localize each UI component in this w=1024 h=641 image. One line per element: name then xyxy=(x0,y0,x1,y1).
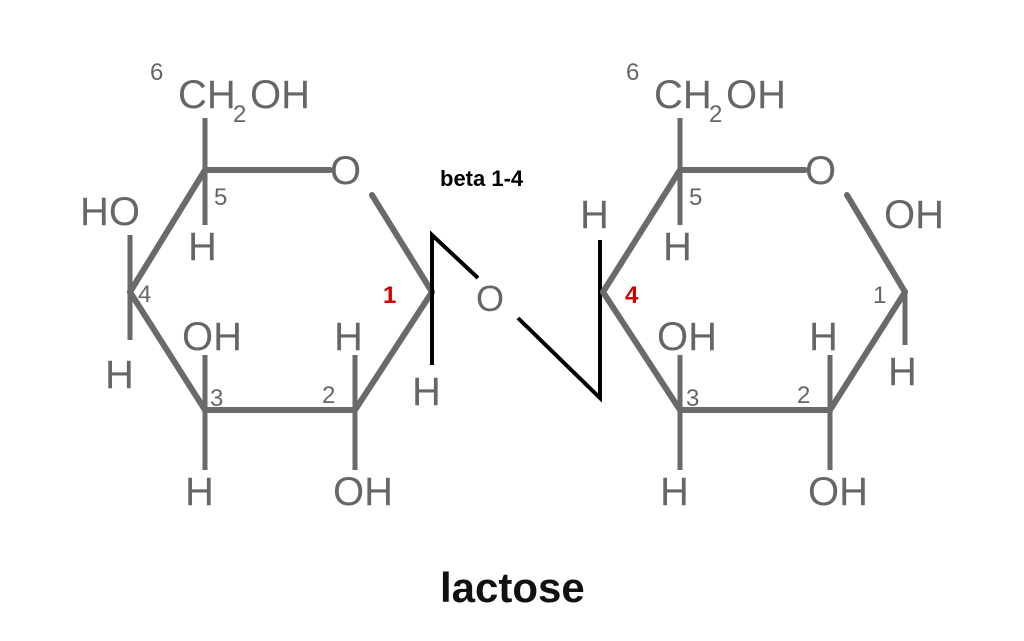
right-c4-h: H xyxy=(580,193,609,237)
left-ch2: CH xyxy=(178,73,236,117)
right-ring-bonds xyxy=(600,167,908,413)
right-c4-number: 4 xyxy=(625,282,639,309)
right-ch2-oh: OH xyxy=(726,73,786,117)
right-c2-number: 2 xyxy=(797,382,810,409)
left-c1-h: H xyxy=(412,370,441,414)
left-c3-number: 3 xyxy=(210,385,223,412)
glycosidic-bond: O beta 1-4 xyxy=(430,166,602,403)
right-c2-h: H xyxy=(809,315,838,359)
left-c5-number: 5 xyxy=(214,184,227,211)
right-c5-h: H xyxy=(663,225,692,269)
left-ring-oxygen: O xyxy=(330,149,361,193)
left-c6-number: 6 xyxy=(150,59,163,86)
right-c3-number: 3 xyxy=(686,385,699,412)
right-c3-h: H xyxy=(660,470,689,514)
left-c2-number: 2 xyxy=(322,382,335,409)
left-c1-number: 1 xyxy=(383,282,396,309)
left-c2-h: H xyxy=(334,315,363,359)
left-c4-number: 4 xyxy=(138,281,151,308)
diagram-title: lactose xyxy=(440,564,585,611)
right-c5-number: 5 xyxy=(689,184,702,211)
glycosidic-oxygen: O xyxy=(476,278,504,319)
left-c2-oh: OH xyxy=(333,470,393,514)
right-c2-oh: OH xyxy=(808,470,868,514)
left-c4-h: H xyxy=(105,353,134,397)
right-ch2: CH xyxy=(654,73,712,117)
right-ch2-subscript: 2 xyxy=(709,101,722,128)
linkage-label: beta 1-4 xyxy=(440,166,524,191)
right-glucose-ring: 6 CH 2 OH O 5 H H 4 OH 3 H H 2 OH OH 1 H xyxy=(580,59,944,514)
left-ch2-subscript: 2 xyxy=(233,101,246,128)
left-c3-h: H xyxy=(185,470,214,514)
right-c6-number: 6 xyxy=(626,59,639,86)
right-ring-oxygen: O xyxy=(805,149,836,193)
left-c4-ho: HO xyxy=(80,190,140,234)
right-c1-h: H xyxy=(888,350,917,394)
left-ch2-oh: OH xyxy=(250,73,310,117)
left-c5-h: H xyxy=(188,225,217,269)
left-c3-oh: OH xyxy=(182,315,242,359)
right-c3-oh: OH xyxy=(657,315,717,359)
right-c1-oh: OH xyxy=(884,193,944,237)
left-galactose-ring: 6 CH 2 OH O 5 H HO 4 H OH 3 H H 2 OH 1 H xyxy=(80,59,441,514)
left-ring-bonds xyxy=(127,167,435,413)
right-c1-number: 1 xyxy=(873,282,886,309)
